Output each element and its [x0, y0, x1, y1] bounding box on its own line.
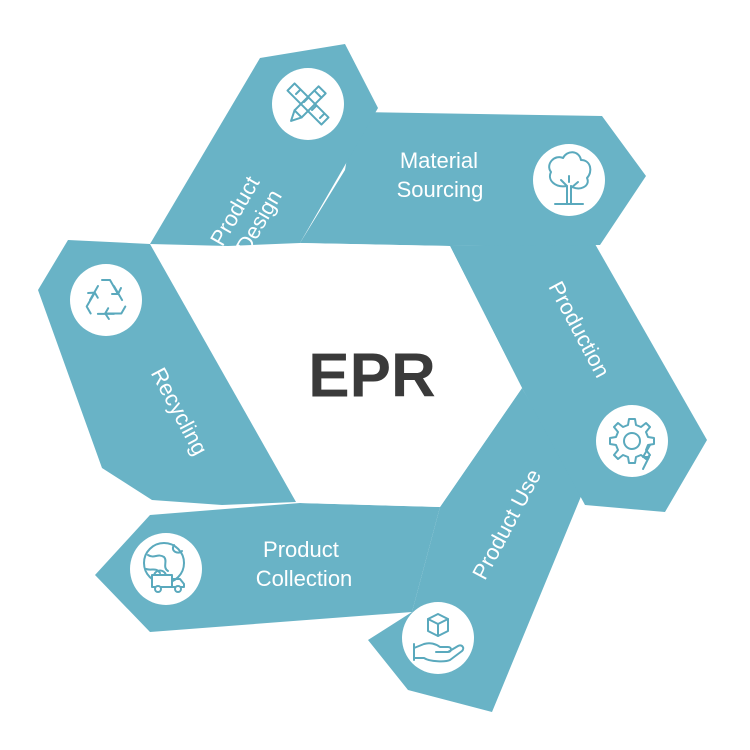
hand-box-icon: [402, 602, 474, 674]
stage-icons: [70, 68, 668, 674]
diagram-arms: [38, 44, 707, 712]
center-label: EPR: [308, 342, 435, 411]
gear-lightning-icon: [596, 405, 668, 477]
recycle-icon: [70, 264, 142, 336]
tree-icon: [533, 144, 605, 216]
center-hexagon: [228, 243, 522, 507]
pencil-ruler-icon: [272, 68, 344, 140]
label-material-sourcing: Material Sourcing: [397, 148, 485, 202]
globe-truck-icon: [130, 533, 202, 605]
label-product-collection: Product Collection: [256, 537, 353, 591]
